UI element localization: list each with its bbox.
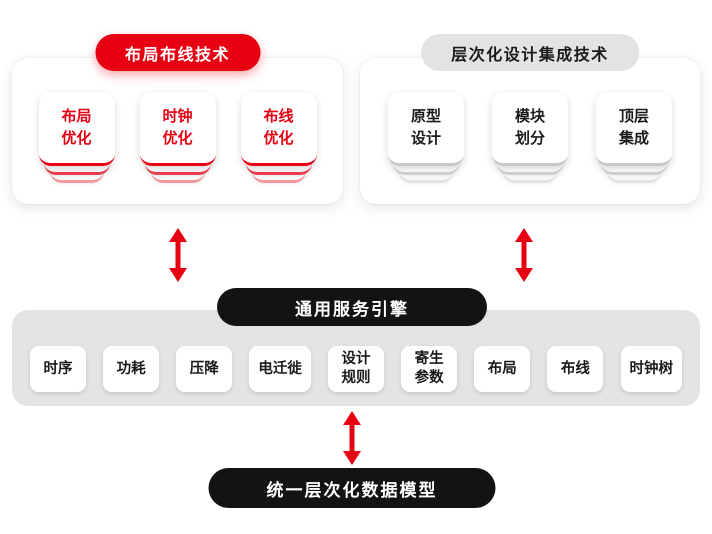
module-timing: 时序 xyxy=(30,346,86,392)
module-label: 规则 xyxy=(341,370,371,386)
card-clock-optimization: 时钟 优化 xyxy=(139,92,216,183)
card-label: 时钟 优化 xyxy=(139,92,216,166)
service-engine-title: 通用服务引擎 xyxy=(217,288,487,326)
module-label: 电迁徙 xyxy=(258,360,302,377)
double-arrow-icon xyxy=(343,411,361,465)
module-label: 设计 xyxy=(341,351,371,368)
card-label-line2: 优化 xyxy=(263,128,294,147)
module-layout: 布局 xyxy=(474,346,531,392)
panel-hierarchical-integration-title: 层次化设计集成技术 xyxy=(421,34,639,71)
card-label: 原型 设计 xyxy=(388,92,464,166)
card-routing-optimization: 布线 优化 xyxy=(240,92,317,183)
card-layout-optimization: 布局 优化 xyxy=(38,92,115,183)
double-arrow-icon xyxy=(169,228,187,282)
service-engine-modules: 时序 功耗 压降 电迁徙 设计 规则 寄生 参数 布局 布线 xyxy=(30,346,682,392)
card-label-line2: 优化 xyxy=(61,128,92,147)
card-label-line1: 顶层 xyxy=(618,106,649,125)
module-label: 时钟树 xyxy=(629,360,674,377)
card-label: 布局 优化 xyxy=(38,92,115,166)
module-routing: 布线 xyxy=(547,346,604,392)
module-label: 布线 xyxy=(560,360,590,377)
module-label: 寄生 xyxy=(414,351,444,368)
card-label: 模块 划分 xyxy=(492,92,568,166)
card-label-line1: 时钟 xyxy=(162,106,193,125)
module-parasitics: 寄生 参数 xyxy=(401,346,458,392)
panel-hierarchical-integration: 层次化设计集成技术 原型 设计 模块 划分 xyxy=(360,34,700,204)
module-ir-drop: 压降 xyxy=(176,346,233,392)
module-label: 布局 xyxy=(487,360,517,377)
card-label-line2: 优化 xyxy=(162,128,193,147)
module-design-rules: 设计 规则 xyxy=(328,346,384,392)
card-toplevel-integration: 顶层 集成 xyxy=(596,92,672,183)
module-label: 参数 xyxy=(414,370,444,386)
module-label: 压降 xyxy=(189,360,219,377)
data-model-title: 统一层次化数据模型 xyxy=(208,468,496,508)
card-label-line1: 布线 xyxy=(263,106,294,125)
card-label-line2: 划分 xyxy=(514,128,545,147)
card-label-line2: 集成 xyxy=(618,128,649,147)
card-label: 布线 优化 xyxy=(240,92,317,166)
module-clock-tree: 时钟树 xyxy=(620,346,682,392)
card-label-line1: 模块 xyxy=(514,106,545,125)
card-label: 顶层 集成 xyxy=(596,92,672,166)
double-arrow-icon xyxy=(515,228,533,282)
card-label-line2: 设计 xyxy=(410,128,441,147)
card-prototype-design: 原型 设计 xyxy=(388,92,464,183)
card-label-line1: 布局 xyxy=(61,106,92,125)
module-label: 时序 xyxy=(43,360,73,377)
hierarchical-cards: 原型 设计 模块 划分 顶层 集成 xyxy=(374,92,686,183)
card-label-line1: 原型 xyxy=(410,106,441,125)
panel-layout-routing: 布局布线技术 布局 优化 时钟 优化 xyxy=(12,34,343,204)
module-power: 功耗 xyxy=(103,346,160,392)
module-electromigration: 电迁徙 xyxy=(249,346,311,392)
panel-layout-routing-title: 布局布线技术 xyxy=(94,34,261,71)
module-label: 功耗 xyxy=(116,360,146,377)
card-module-partition: 模块 划分 xyxy=(492,92,568,183)
layout-routing-cards: 布局 优化 时钟 优化 布线 优化 xyxy=(26,92,329,183)
